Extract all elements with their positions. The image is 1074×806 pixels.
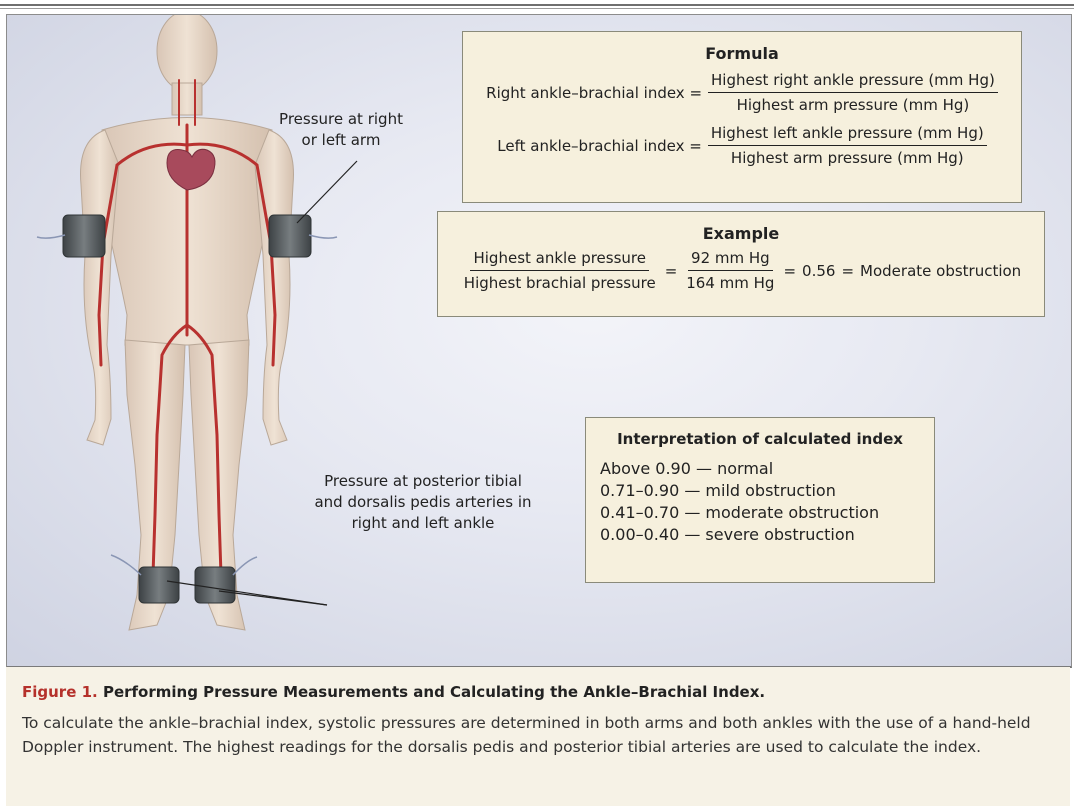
callout-line-1: Pressure at right [279,109,403,130]
caption-title-line: Figure 1. Performing Pressure Measuremen… [22,683,765,701]
interpretation-box: Interpretation of calculated index Above… [585,417,935,583]
right-index-numerator: Highest right ankle pressure (mm Hg) [708,71,998,93]
arm-pressure-callout: Pressure at right or left arm [279,109,403,151]
left-index-numerator: Highest left ankle pressure (mm Hg) [708,124,987,146]
right-index-label: Right ankle–brachial index = [486,84,702,102]
callout-line-2: and dorsalis pedis arteries in [307,492,539,513]
top-rule-thin [0,8,1074,9]
right-arm-cuff [63,215,105,257]
example-denominator-value: 164 mm Hg [683,271,777,292]
example-fraction-words: Highest ankle pressure Highest brachial … [461,249,659,292]
example-denominator-words: Highest brachial pressure [461,271,659,292]
figure-label: Figure 1. [22,683,98,701]
example-fraction-values: 92 mm Hg 164 mm Hg [683,249,777,292]
list-item: 0.41–0.70 — moderate obstruction [600,502,920,524]
ankle-pressure-callout: Pressure at posterior tibial and dorsali… [307,471,539,534]
example-numerator-value: 92 mm Hg [688,249,773,271]
callout-line-3: right and left ankle [307,513,539,534]
example-equation: Highest ankle pressure Highest brachial … [448,249,1034,292]
example-interpretation: Moderate obstruction [860,262,1021,280]
top-rule [0,4,1074,6]
caption-title: Performing Pressure Measurements and Cal… [103,683,765,701]
left-index-formula: Left ankle–brachial index = Highest left… [477,124,1007,167]
example-box: Example Highest ankle pressure Highest b… [437,211,1045,317]
left-arm-cuff [269,215,311,257]
interpretation-title: Interpretation of calculated index [600,430,920,448]
left-index-label: Left ankle–brachial index = [497,137,702,155]
equals-sign: = [783,262,796,280]
list-item: Above 0.90 — normal [600,458,920,480]
left-index-denominator: Highest arm pressure (mm Hg) [728,146,967,167]
example-numerator-words: Highest ankle pressure [470,249,649,271]
callout-line-2: or left arm [279,130,403,151]
right-ankle-cuff [139,567,179,603]
equals-sign: = [841,262,854,280]
callout-line-1: Pressure at posterior tibial [307,471,539,492]
figure-caption: Figure 1. Performing Pressure Measuremen… [6,667,1070,806]
caption-body: To calculate the ankle–brachial index, s… [22,711,1062,759]
equals-sign: = [665,262,678,280]
list-item: 0.00–0.40 — severe obstruction [600,524,920,546]
right-index-formula: Right ankle–brachial index = Highest rig… [477,71,1007,114]
left-index-fraction: Highest left ankle pressure (mm Hg) High… [708,124,987,167]
formula-title: Formula [477,44,1007,63]
right-index-fraction: Highest right ankle pressure (mm Hg) Hig… [708,71,998,114]
right-index-denominator: Highest arm pressure (mm Hg) [734,93,973,114]
list-item: 0.71–0.90 — mild obstruction [600,480,920,502]
example-result: 0.56 [802,262,835,280]
interpretation-list: Above 0.90 — normal 0.71–0.90 — mild obs… [600,458,920,546]
formula-box: Formula Right ankle–brachial index = Hig… [462,31,1022,203]
figure-panel: Pressure at right or left arm Pressure a… [6,14,1072,668]
example-title: Example [448,224,1034,243]
left-ankle-cuff [195,567,235,603]
